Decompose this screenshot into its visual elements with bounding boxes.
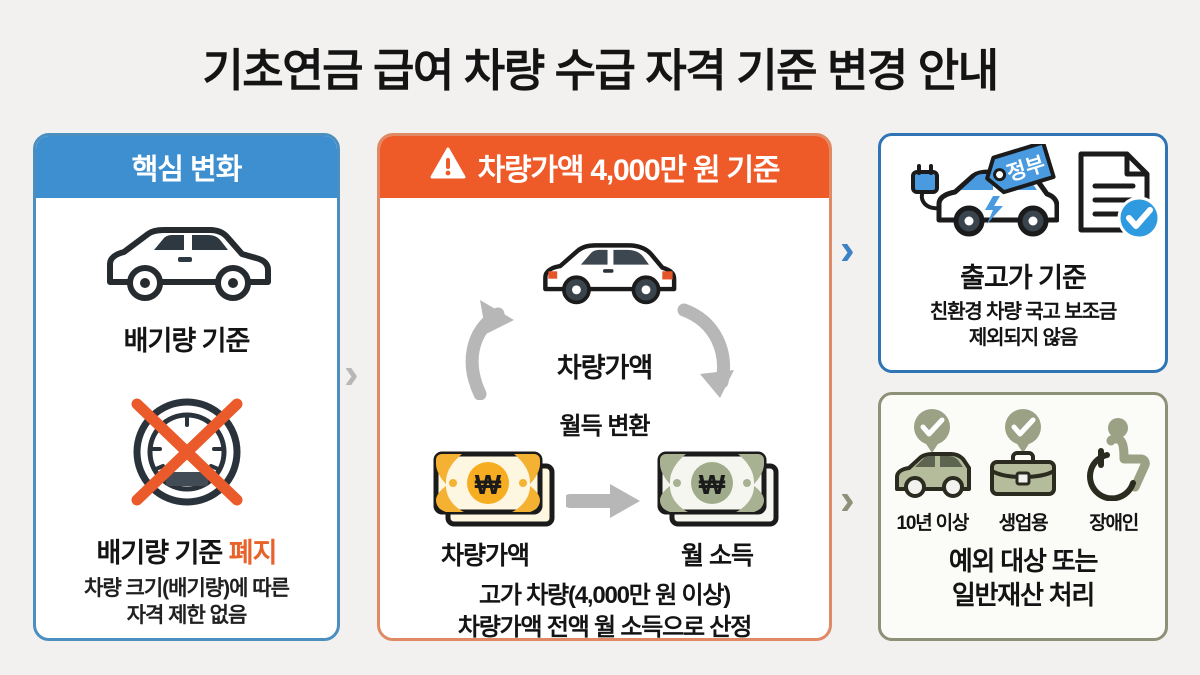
sedan-car-icon — [92, 212, 282, 315]
center-car-label: 차량가액 — [556, 353, 653, 383]
chevron-right-icon-left-to-center: › — [344, 349, 359, 398]
top-right-title: 출고가 기준 — [960, 263, 1087, 293]
left-top-label: 배기량 기준 — [123, 326, 251, 356]
left-bottom-sub-line1: 차량 크기(배기량)에 따른 — [84, 577, 290, 600]
panel-exception-or-general-asset: 10년 이상 생업용 — [878, 392, 1168, 641]
curved-up-arrow-icon — [458, 290, 530, 405]
right-arrow-icon — [563, 480, 644, 527]
wheelchair-accessible-icon — [1071, 418, 1157, 505]
left-bottom-label-accent: 폐지 — [228, 538, 278, 568]
exception-item-disabled: 장애인 — [1071, 407, 1157, 535]
old-car-with-check-badge-icon — [889, 409, 975, 505]
exception-item-old-car: 10년 이상 — [889, 407, 975, 535]
center-footnote-line2: 차량가액 전액 월 소득으로 산정 — [457, 613, 753, 641]
exception-item-label-old-car: 10년 이상 — [896, 513, 970, 534]
panel-core-change-header: 핵심 변화 — [36, 136, 337, 198]
top-right-sub-line1: 친환경 차량 국고 보조금 — [929, 301, 1117, 323]
panel-vehicle-value-body: 차량가액 월득 변환 — [380, 198, 829, 638]
page-title: 기초연금 급여 차량 수급 자격 기준 변경 안내 — [202, 45, 999, 96]
bottom-right-footer-line2: 일반재산 처리 — [951, 579, 1096, 610]
center-convert-label: 월득 변환 — [559, 413, 651, 440]
chevron-right-icon-center-to-topright: › — [840, 225, 855, 274]
panel-vehicle-value-header-text: 차량가액 4,000만 원 기준 — [477, 154, 781, 187]
top-right-subtitle: 친환경 차량 국고 보조금 제외되지 않음 — [881, 299, 1165, 351]
center-money-right-label: 월 소득 — [681, 542, 754, 570]
exception-item-label-disabled: 장애인 — [1089, 513, 1139, 534]
svg-text:₩: ₩ — [699, 469, 726, 500]
top-right-sub-line2: 제외되지 않음 — [968, 327, 1078, 349]
center-money-left-label: 차량가액 — [440, 542, 530, 570]
center-footnote: 고가 차량(4,000만 원 이상) 차량가액 전액 월 소득으로 산정 — [380, 580, 829, 641]
center-footnote-line1: 고가 차량(4,000만 원 이상) — [478, 582, 731, 609]
bottom-right-footer-line1: 예외 대상 또는 — [948, 546, 1099, 576]
panel-factory-price-standard: 정부 출고가 기준 친환경 차량 국고 보조금 제외되지 않음 — [878, 133, 1168, 373]
panel-vehicle-value-standard: 차량가액 4,000만 원 기준 차량가액 월득 변환 — [377, 133, 832, 641]
electric-car-plug-icon: 정부 — [899, 140, 1060, 253]
panel-core-change-body: 배기량 기준 — [36, 198, 337, 638]
panel-vehicle-value-header: 차량가액 4,000만 원 기준 — [380, 136, 829, 198]
left-bottom-sub: 차량 크기(배기량)에 따른 자격 제한 없음 — [84, 576, 290, 630]
crossed-out-speedometer-icon — [112, 390, 262, 525]
left-bottom-label: 배기량 기준 폐지 — [96, 531, 278, 570]
green-banknote-won-icon: ₩ — [652, 448, 784, 535]
left-bottom-sub-line2: 자격 제한 없음 — [126, 603, 248, 627]
left-bottom-label-main: 배기량 기준 — [96, 538, 229, 568]
check-badge-icon — [1004, 409, 1041, 453]
white-suv-icon — [535, 206, 683, 349]
orange-banknote-won-icon: ₩ — [428, 448, 560, 535]
exception-item-business-use: 생업용 — [980, 407, 1066, 535]
bottom-right-footer: 예외 대상 또는 일반재산 처리 — [881, 545, 1165, 613]
warning-triangle-icon — [430, 147, 466, 188]
document-check-icon — [1071, 148, 1163, 249]
svg-text:₩: ₩ — [475, 469, 502, 500]
panel-core-change: 핵심 변화 배기량 기준 — [33, 133, 340, 641]
exception-item-label-business-use: 생업용 — [998, 513, 1049, 534]
briefcase-with-check-badge-icon — [980, 409, 1066, 505]
top-right-icon-row: 정부 — [881, 136, 1165, 254]
curved-down-arrow-icon — [670, 294, 748, 409]
chevron-right-icon-center-to-bottomright: › — [840, 475, 855, 524]
check-badge-icon — [914, 409, 951, 453]
exception-items-row: 10년 이상 생업용 — [881, 395, 1165, 535]
